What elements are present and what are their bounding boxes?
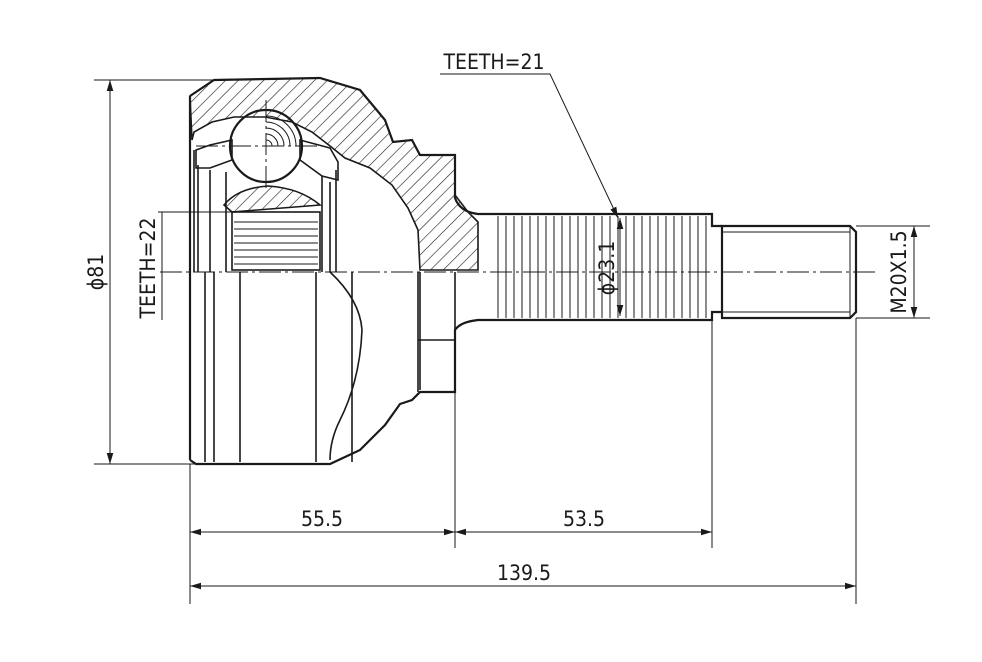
ball-hatch: [265, 115, 297, 147]
label-shaft-length: 53.5: [563, 507, 605, 531]
housing-outer-bottom: [189, 318, 494, 466]
leader-teeth-spline: [440, 73, 619, 219]
label-total-length: 139.5: [497, 561, 551, 585]
inner-race-hatched: [222, 185, 322, 213]
label-teeth-inner: TEETH=22: [136, 217, 160, 319]
housing-body-curves: [204, 271, 363, 462]
spline-shaft-teeth: [497, 216, 707, 318]
cage-outline: [193, 150, 337, 272]
housing-neck-lower: [417, 272, 456, 392]
housing-section-hatched: [189, 77, 479, 271]
housing-outer-top: [188, 76, 494, 460]
inner-cage-left: [195, 138, 233, 169]
spline-shaft-outline: [494, 212, 722, 322]
label-spline-diameter: ϕ23.1: [595, 241, 619, 296]
label-outer-diameter: ϕ81: [84, 254, 108, 291]
label-thread: M20X1.5: [887, 230, 911, 313]
inner-spline-box: [231, 211, 321, 271]
label-body-length: 55.5: [301, 507, 343, 531]
label-teeth-spline: TEETH=21: [442, 50, 544, 74]
inner-spline-teeth: [234, 221, 318, 265]
